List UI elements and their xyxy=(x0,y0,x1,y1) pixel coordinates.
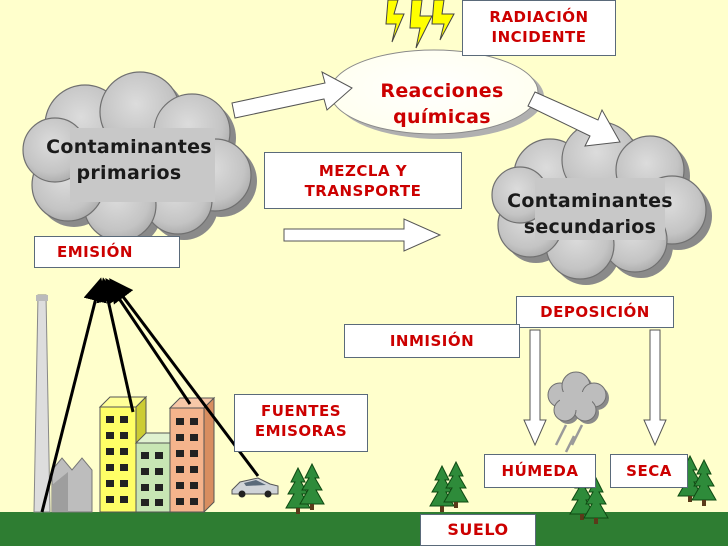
primary-pollutants-cloud xyxy=(22,71,257,247)
immission-label: INMISIÓN xyxy=(344,324,520,358)
emission-label: EMISIÓN xyxy=(34,236,180,268)
rain-cloud xyxy=(547,371,609,424)
deposition-arrow-dry xyxy=(643,329,667,447)
dry-deposition-label: SECA xyxy=(610,454,688,488)
arrow-to-reactions xyxy=(231,71,353,119)
reactions-label: Reacciones químicas xyxy=(380,80,504,128)
building-orange xyxy=(168,396,216,514)
wet-deposition-label: HÚMEDA xyxy=(484,454,596,488)
arrow-to-secondary xyxy=(527,91,621,147)
deposition-label: DEPOSICIÓN xyxy=(516,296,674,328)
lightning-icon xyxy=(385,0,455,49)
factory xyxy=(51,457,93,513)
primary-pollutants-label: Contaminantes primarios xyxy=(46,136,212,184)
ground xyxy=(0,512,728,546)
rain-lines xyxy=(554,424,584,453)
secondary-pollutants-label: Contaminantes secundarios xyxy=(507,190,673,238)
emission-sources-label: FUENTES EMISORAS xyxy=(234,394,368,452)
emission-lines xyxy=(40,277,260,513)
smokestack xyxy=(33,294,51,513)
deposition-arrow-wet xyxy=(523,329,547,447)
incident-radiation-label: RADIACIÓN INCIDENTE xyxy=(462,0,616,56)
car-icon xyxy=(231,477,279,498)
soil-label: SUELO xyxy=(420,514,536,546)
transport-arrow xyxy=(283,218,442,252)
mixing-transport-label: MEZCLA Y TRANSPORTE xyxy=(264,152,462,209)
